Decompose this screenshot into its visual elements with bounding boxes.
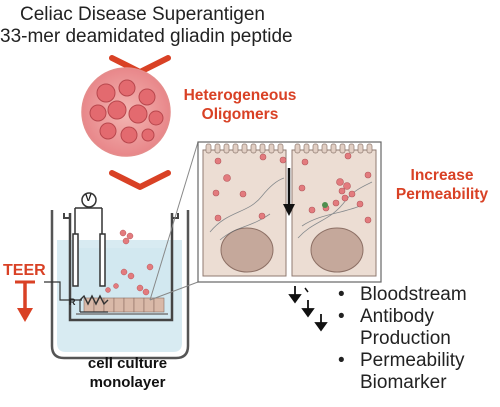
resistor-label: R	[69, 297, 76, 307]
outcome-item: • Permeability Biomarker	[338, 350, 498, 394]
outcome-text: Bloodstream	[360, 284, 467, 305]
culture-label: cell culture monolayer	[65, 354, 190, 392]
permeability-label-line2: Permeability	[395, 186, 489, 203]
outcome-item: • Bloodstream	[338, 284, 498, 306]
permeability-label-line1: Increase	[410, 167, 474, 184]
outcome-text: Biomarker	[360, 372, 447, 393]
voltmeter-label: V	[85, 193, 92, 204]
oligomers-label-line2: Oligomers	[201, 106, 279, 123]
oligomer-cluster	[81, 67, 171, 157]
outcome-item: • Antibody Production	[338, 306, 498, 350]
culture-label-line2: monolayer	[89, 374, 166, 391]
teer-decrease-arrow	[15, 280, 35, 322]
bullet-icon: •	[338, 284, 345, 305]
outcome-list: • Bloodstream • Antibody Production • Pe…	[338, 284, 498, 394]
title-line-1: Celiac Disease Superantigen	[19, 4, 266, 25]
outcome-text: Production	[360, 328, 451, 349]
oligomers-label: Heterogeneous Oligomers	[180, 86, 300, 124]
permeability-label: Increase Permeability	[386, 166, 498, 204]
outcome-text: Antibody	[360, 306, 434, 327]
small-down-arrows	[288, 286, 328, 332]
teer-label: TEER	[3, 262, 46, 279]
bullet-icon: •	[338, 306, 345, 327]
oligomers-label-line1: Heterogeneous	[183, 87, 297, 104]
resistor-icon	[79, 294, 109, 306]
cell-zoom-panel	[197, 141, 382, 283]
down-arrow-icon	[283, 204, 295, 216]
title-line-2: 33-mer deamidated gliadin peptide	[0, 26, 293, 47]
bullet-icon: •	[338, 350, 345, 371]
zoom-line	[149, 281, 199, 301]
down-chevron-icon	[109, 170, 171, 190]
culture-label-line1: cell culture	[87, 355, 168, 372]
outcome-text: Permeability	[360, 350, 465, 371]
voltmeter-icon	[81, 192, 97, 208]
zoom-line	[149, 141, 199, 301]
transwell-well	[50, 192, 190, 360]
